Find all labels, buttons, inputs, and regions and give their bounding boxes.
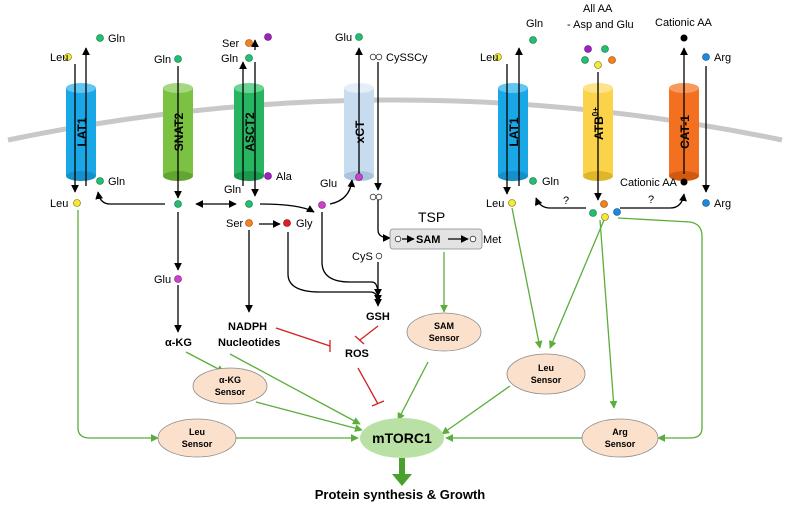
svg-text:Sensor: Sensor (182, 439, 213, 449)
atb0-label: ATB0+ (591, 107, 606, 140)
leu-out-right: Leu (480, 52, 498, 64)
gln-in-right: Gln (542, 176, 559, 188)
svg-text:Sensor: Sensor (429, 333, 460, 343)
svg-text:SAM: SAM (434, 321, 454, 331)
gsh-label: GSH (366, 311, 390, 323)
all-aa-line2: - Asp and Glu (567, 19, 634, 31)
leu-in-right: Leu (486, 198, 504, 210)
svg-text:Sensor: Sensor (531, 375, 562, 385)
mtorc1-label: mTORC1 (372, 430, 432, 446)
gln-in-left: Gln (108, 176, 125, 188)
arg-out: Arg (714, 52, 731, 64)
leu-sensor-right: Leu Sensor (506, 353, 586, 395)
tsp-pathway-box: SAM (389, 228, 483, 250)
leu-sensor-left: Leu Sensor (157, 418, 237, 458)
gln-out-right: Gln (526, 18, 543, 30)
nucleotides-label: Nucleotides (218, 337, 280, 349)
amino-acid-dots (64, 33, 710, 283)
cys-label: CyS (352, 251, 373, 263)
lat1-right-transporter: LAT1 (498, 83, 528, 181)
svg-text:α-KG: α-KG (219, 375, 241, 385)
cationic-aa-out: Cationic AA (655, 17, 713, 29)
svg-text:Leu: Leu (538, 363, 554, 373)
akg-label: α-KG (165, 337, 192, 349)
met-label: Met (483, 234, 501, 246)
leu-out-left: Leu (50, 52, 68, 64)
all-aa-line1: All AA (583, 3, 613, 15)
ser-out: Ser (222, 38, 239, 50)
question-mark-left: ? (563, 195, 569, 207)
ros-label: ROS (345, 348, 369, 360)
tsp-label: TSP (418, 209, 445, 225)
lat1-left-label: LAT1 (75, 117, 89, 146)
svg-text:Leu: Leu (189, 427, 205, 437)
ala-in: Ala (276, 171, 293, 183)
lat1-right-label: LAT1 (507, 117, 521, 146)
snat2-label: SNAT2 (172, 112, 186, 151)
cat1-label: CAT-1 (678, 115, 692, 149)
glu-in-xct: Glu (320, 178, 337, 190)
glu-in-snat2: Glu (154, 274, 171, 286)
nadph-label: NADPH (228, 321, 267, 333)
asct2-transporter: ASCT2 (234, 83, 264, 181)
svg-text:Sensor: Sensor (215, 387, 246, 397)
cationic-aa-in: Cationic AA (620, 177, 678, 189)
cell-membrane (7, 97, 783, 143)
asct2-label: ASCT2 (243, 112, 257, 152)
gln-in-asct2: Gln (224, 184, 241, 196)
gly-in: Gly (296, 218, 313, 230)
arg-sensor: Arg Sensor (581, 418, 659, 458)
cyssscy-label: CySSCy (386, 52, 428, 64)
glu-out-xct: Glu (335, 32, 352, 44)
gln-out-left: Gln (108, 33, 125, 45)
sam-sensor: SAM Sensor (406, 312, 482, 352)
gln-out-snat2: Gln (154, 54, 171, 66)
akg-sensor: α-KG Sensor (192, 367, 268, 405)
arg-in: Arg (714, 198, 731, 210)
svg-text:Arg: Arg (612, 427, 628, 437)
gln-out-asct2: Gln (221, 53, 238, 65)
leu-in-left: Leu (50, 198, 68, 210)
question-mark-right: ? (648, 194, 654, 206)
output-label: Protein synthesis & Growth (315, 487, 486, 502)
sam-chain-label: SAM (416, 234, 440, 246)
lat1-left-transporter: LAT1 (66, 83, 96, 181)
mtorc1-node: mTORC1 (360, 418, 444, 458)
xct-label: xCT (353, 120, 367, 143)
svg-text:Sensor: Sensor (605, 439, 636, 449)
ser-in: Ser (226, 218, 243, 230)
